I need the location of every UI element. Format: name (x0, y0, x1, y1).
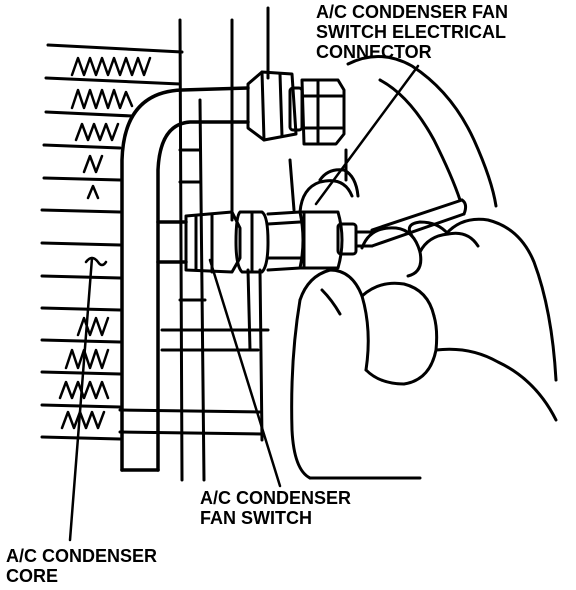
label-core-line-2: CORE (6, 566, 59, 586)
label-fan-switch-electrical-connector: A/C CONDENSER FAN SWITCH ELECTRICAL CONN… (316, 2, 508, 62)
label-connector-line-1: A/C CONDENSER FAN (316, 2, 509, 22)
condenser-frame (118, 6, 296, 482)
upper-fitting (246, 70, 346, 146)
label-connector-line-3: CONNECTOR (316, 42, 432, 62)
fan-switch-body (184, 210, 374, 274)
condenser-core-zigzags (58, 56, 152, 430)
refrigerant-pipe (120, 86, 250, 472)
condenser-core-fins (40, 43, 207, 441)
label-condenser-core: A/C CONDENSER CORE (6, 546, 157, 586)
label-core-line-1: A/C CONDENSER (6, 546, 158, 566)
label-connector-line-2: SWITCH ELECTRICAL (316, 22, 506, 42)
background-bracket (318, 54, 498, 208)
label-condenser-fan-switch: A/C CONDENSER FAN SWITCH (200, 488, 351, 528)
screwdriver (370, 198, 468, 248)
label-fan-switch-line-1: A/C CONDENSER (200, 488, 352, 508)
label-fan-switch-line-2: FAN SWITCH (200, 508, 312, 528)
technician-hand (290, 179, 558, 480)
leader-lines (68, 64, 420, 542)
switch-pipe (156, 220, 188, 264)
